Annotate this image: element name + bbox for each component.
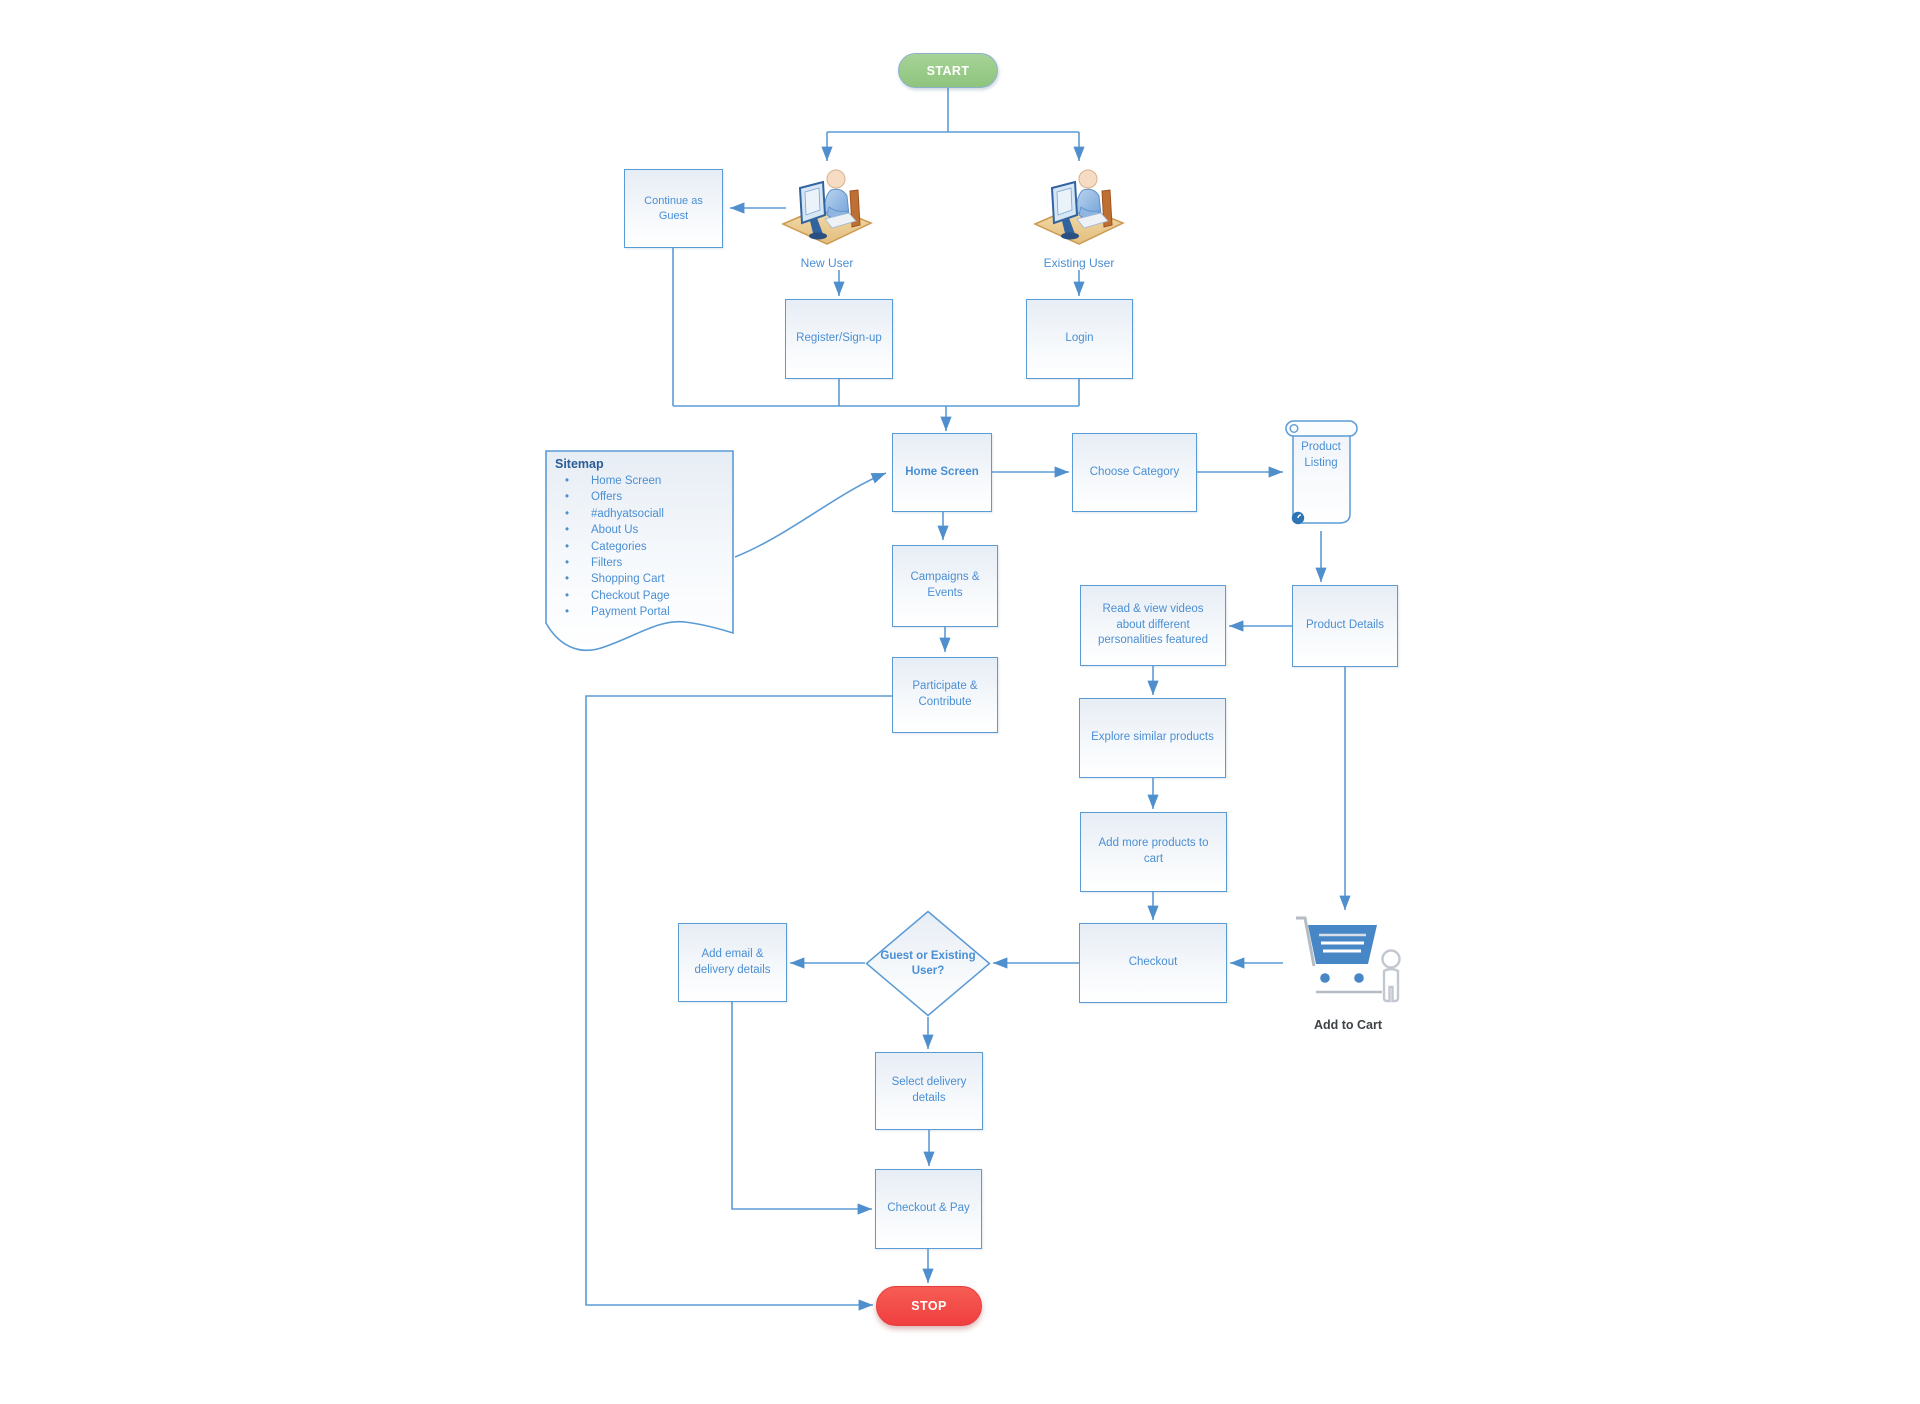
node-label: Product Details xyxy=(1306,619,1384,632)
sitemap-note[interactable]: Sitemap Home ScreenOffers#adhyatsociallA… xyxy=(545,450,735,656)
node-select-delivery[interactable]: Select delivery details xyxy=(875,1052,983,1130)
node-add-more-products[interactable]: Add more products to cart xyxy=(1080,812,1227,892)
person-at-computer-icon xyxy=(781,169,873,245)
node-participate-contribute[interactable]: Participate & Contribute xyxy=(892,657,998,733)
node-home-screen[interactable]: Home Screen xyxy=(892,433,992,512)
add-to-cart-label: Add to Cart xyxy=(1313,1018,1383,1032)
node-label: Select delivery details xyxy=(891,1076,967,1104)
node-label: Continue as Guest xyxy=(644,194,703,222)
node-read-view-videos[interactable]: Read & view videos about different perso… xyxy=(1080,585,1226,666)
node-label: Choose Category xyxy=(1089,465,1180,478)
sitemap-content: Sitemap Home ScreenOffers#adhyatsociallA… xyxy=(555,457,725,621)
node-label: Explore similar products xyxy=(1091,731,1214,744)
node-label: Read & view videos about different perso… xyxy=(1098,603,1208,647)
sitemap-item: Offers xyxy=(555,489,725,506)
new-user-label: New User xyxy=(800,256,854,270)
shopping-cart-icon xyxy=(1296,916,1401,1003)
node-login[interactable]: Login xyxy=(1026,299,1133,379)
sitemap-item: Categories xyxy=(555,539,725,556)
node-checkout[interactable]: Checkout xyxy=(1079,923,1227,1003)
scroll-shape xyxy=(1285,420,1358,525)
node-choose-category[interactable]: Choose Category xyxy=(1072,433,1197,512)
node-label: Checkout & Pay xyxy=(887,1202,970,1215)
node-label: Home Screen xyxy=(905,465,979,478)
node-product-details[interactable]: Product Details xyxy=(1292,585,1398,667)
sitemap-list: Home ScreenOffers#adhyatsociallAbout UsC… xyxy=(555,473,725,621)
node-explore-similar[interactable]: Explore similar products xyxy=(1079,698,1226,778)
sitemap-item: Checkout Page xyxy=(555,588,725,605)
person-at-computer-icon xyxy=(1033,169,1125,245)
sitemap-item: #adhyatsociall xyxy=(555,506,725,523)
node-label: Add email & delivery details xyxy=(694,947,771,976)
edge-addemail-checkoutpay xyxy=(731,1002,872,1215)
node-register-signup[interactable]: Register/Sign-up xyxy=(785,299,893,379)
start-label: START xyxy=(926,63,970,78)
sitemap-item: Filters xyxy=(555,555,725,572)
new-user-actor[interactable] xyxy=(779,163,875,253)
node-label: Guest or Existing User? xyxy=(880,949,976,977)
sitemap-item: Home Screen xyxy=(555,473,725,490)
sitemap-item: Payment Portal xyxy=(555,604,725,621)
add-to-cart-action[interactable] xyxy=(1288,912,1408,1012)
sitemap-title: Sitemap xyxy=(555,457,604,471)
edge-sitemap-home-curve xyxy=(734,472,887,558)
stop-label: STOP xyxy=(911,1299,947,1313)
existing-user-label: Existing User xyxy=(1043,256,1115,270)
node-continue-as-guest[interactable]: Continue as Guest xyxy=(624,169,723,248)
node-checkout-pay[interactable]: Checkout & Pay xyxy=(875,1169,982,1249)
node-label: Participate & Contribute xyxy=(912,680,978,708)
stop-terminal[interactable]: STOP xyxy=(876,1286,982,1326)
node-product-listing[interactable]: Product Listing xyxy=(1284,419,1359,531)
node-label: Login xyxy=(1065,332,1094,345)
decision-guest-or-existing[interactable]: Guest or Existing User? xyxy=(865,910,991,1017)
node-label: Register/Sign-up xyxy=(796,332,882,345)
node-label: Checkout xyxy=(1128,956,1178,969)
existing-user-actor[interactable] xyxy=(1031,163,1127,253)
sitemap-item: About Us xyxy=(555,522,725,539)
start-terminal[interactable]: START xyxy=(898,53,998,88)
node-add-email-delivery[interactable]: Add email & delivery details xyxy=(678,923,787,1002)
node-campaigns-events[interactable]: Campaigns & Events xyxy=(892,545,998,627)
node-label: Product Listing xyxy=(1301,441,1341,470)
node-label: Campaigns & Events xyxy=(910,571,980,599)
node-label: Add more products to cart xyxy=(1098,837,1209,865)
diamond-shape xyxy=(865,910,991,1017)
sitemap-item: Shopping Cart xyxy=(555,571,725,588)
